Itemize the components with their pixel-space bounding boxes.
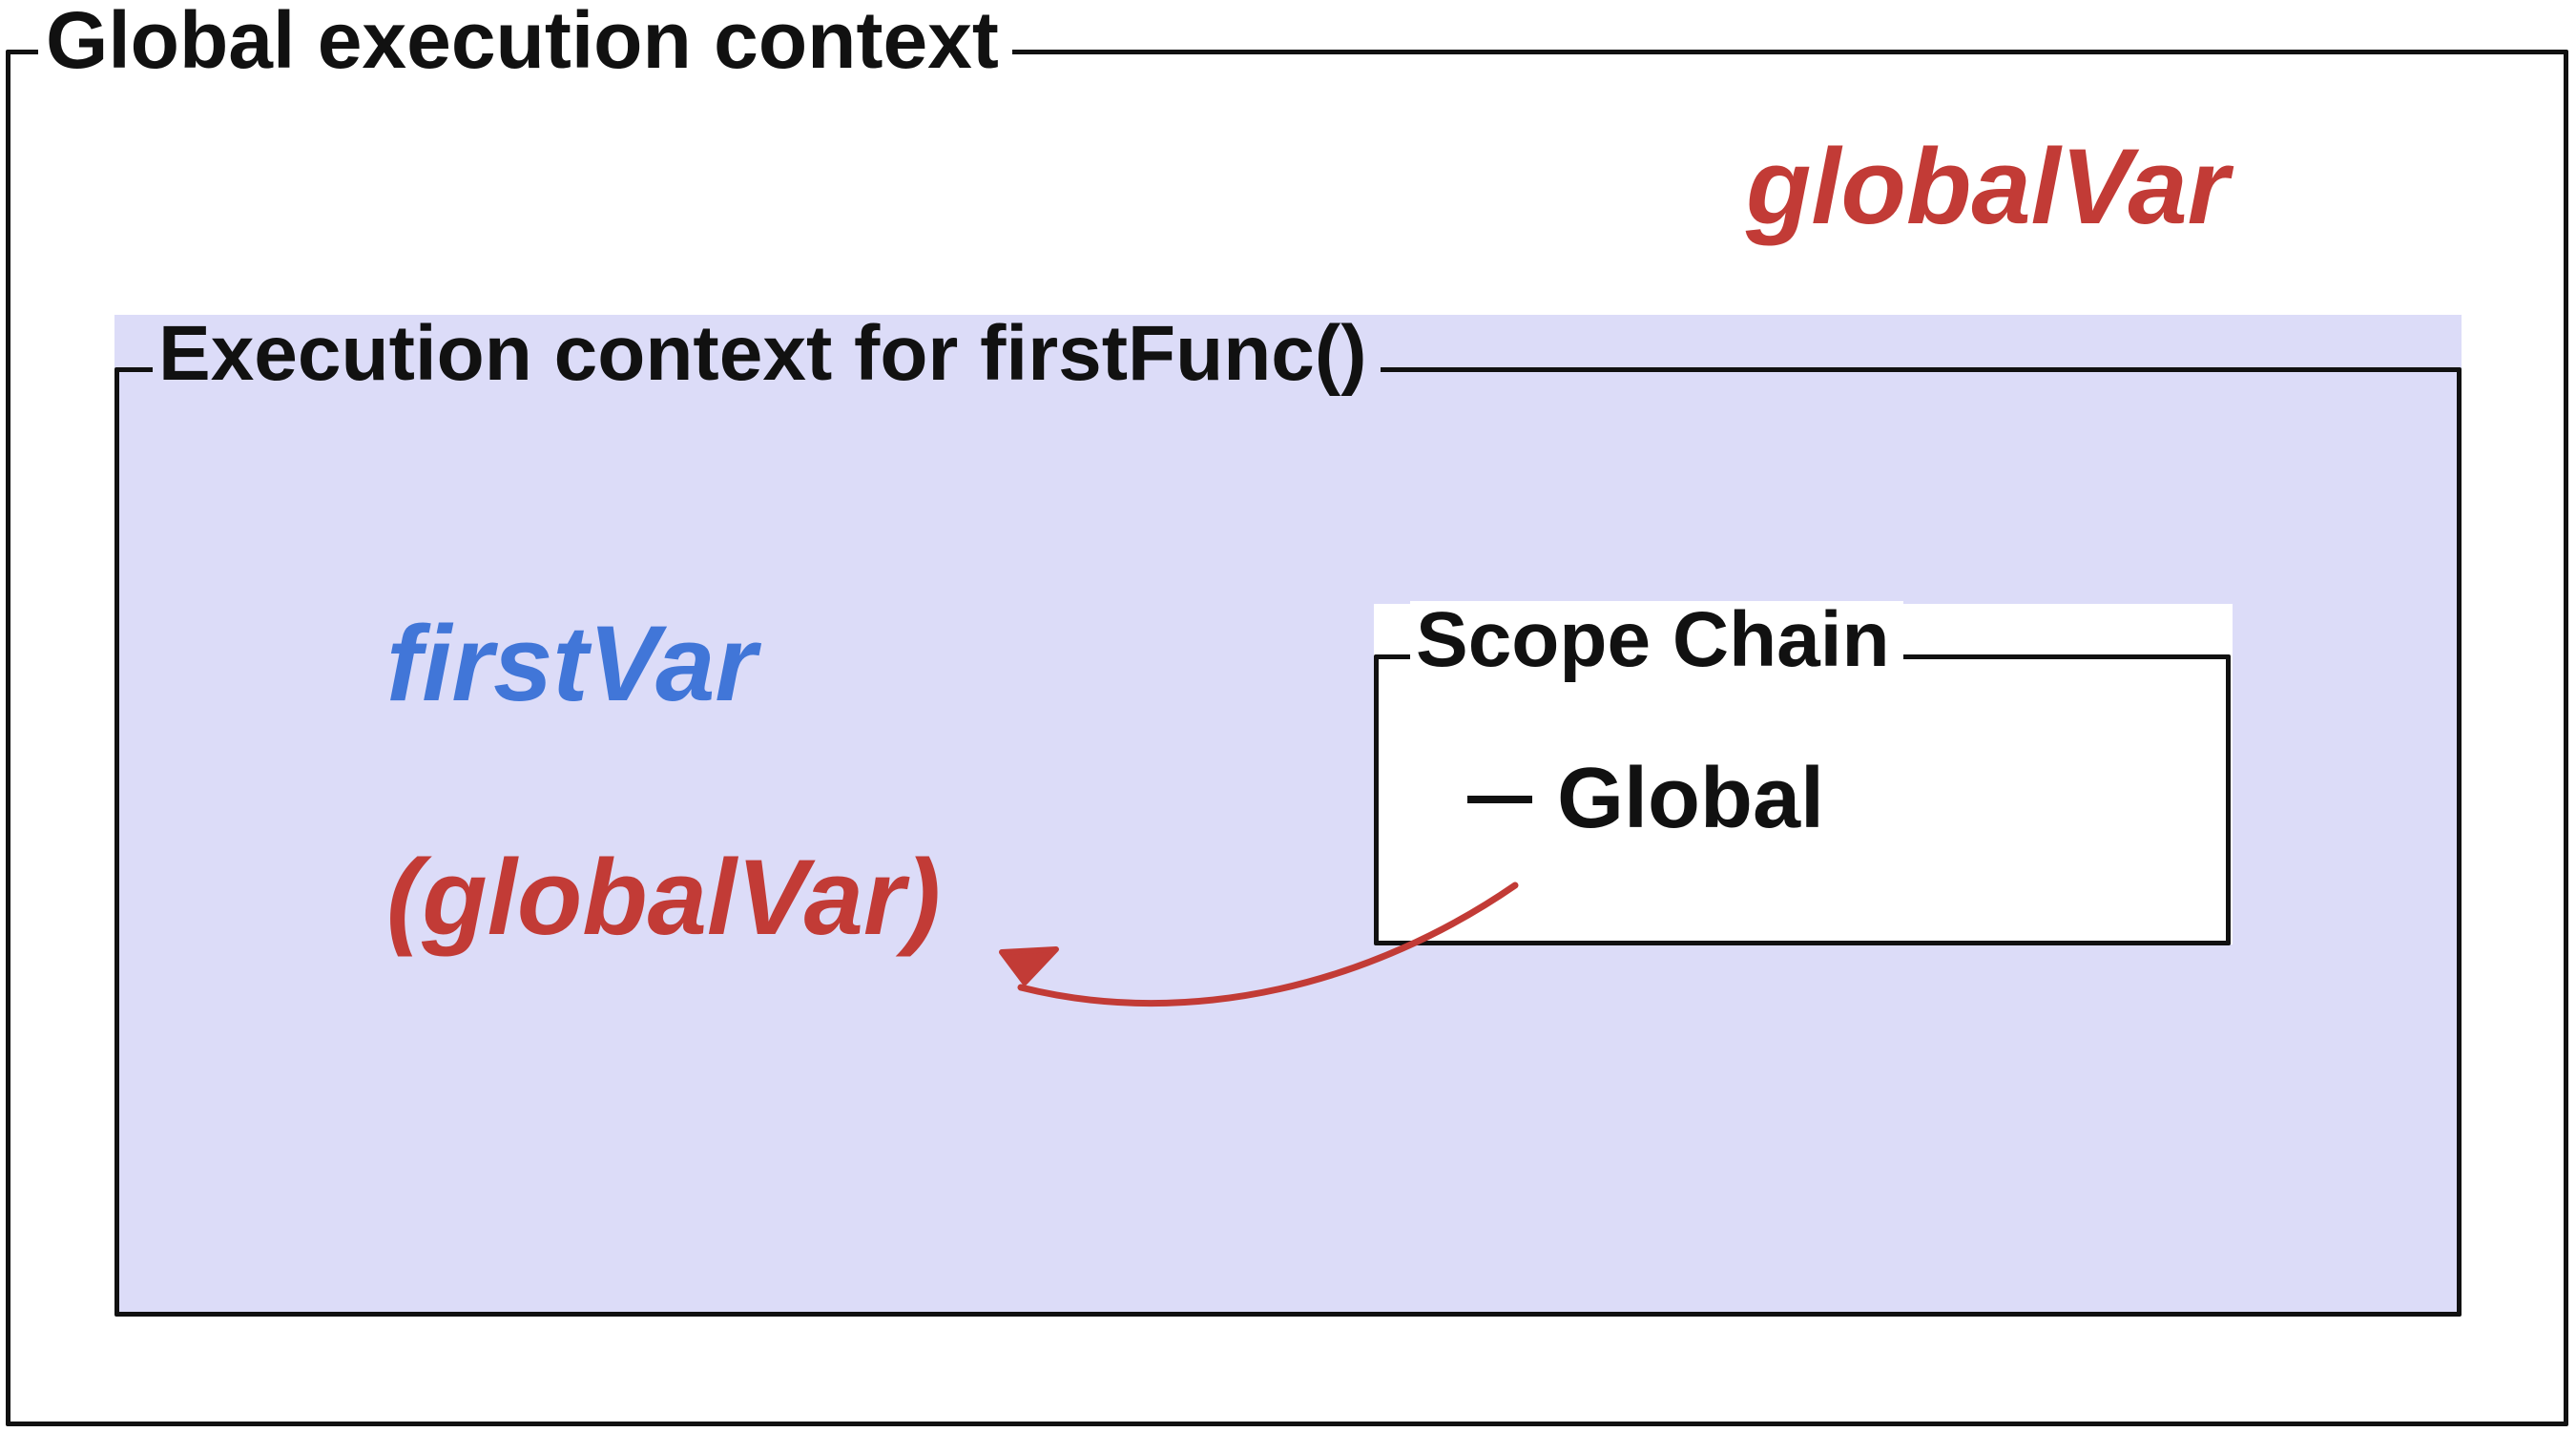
scope-chain-title: Scope Chain: [1410, 601, 1903, 679]
referenced-global-variable-label: (globalVar): [386, 838, 941, 957]
global-context-box: [6, 50, 2568, 1426]
global-context-title: Global execution context: [38, 0, 1012, 80]
function-context-title: Execution context for firstFunc(): [153, 315, 1381, 393]
scope-chain-item-global: Global: [1467, 756, 1824, 841]
scope-chain-item-label: Global: [1557, 751, 1825, 846]
scope-chain-dash: [1467, 796, 1532, 804]
local-variable-label: firstVar: [386, 604, 758, 723]
global-variable-label: globalVar: [1746, 127, 2230, 246]
